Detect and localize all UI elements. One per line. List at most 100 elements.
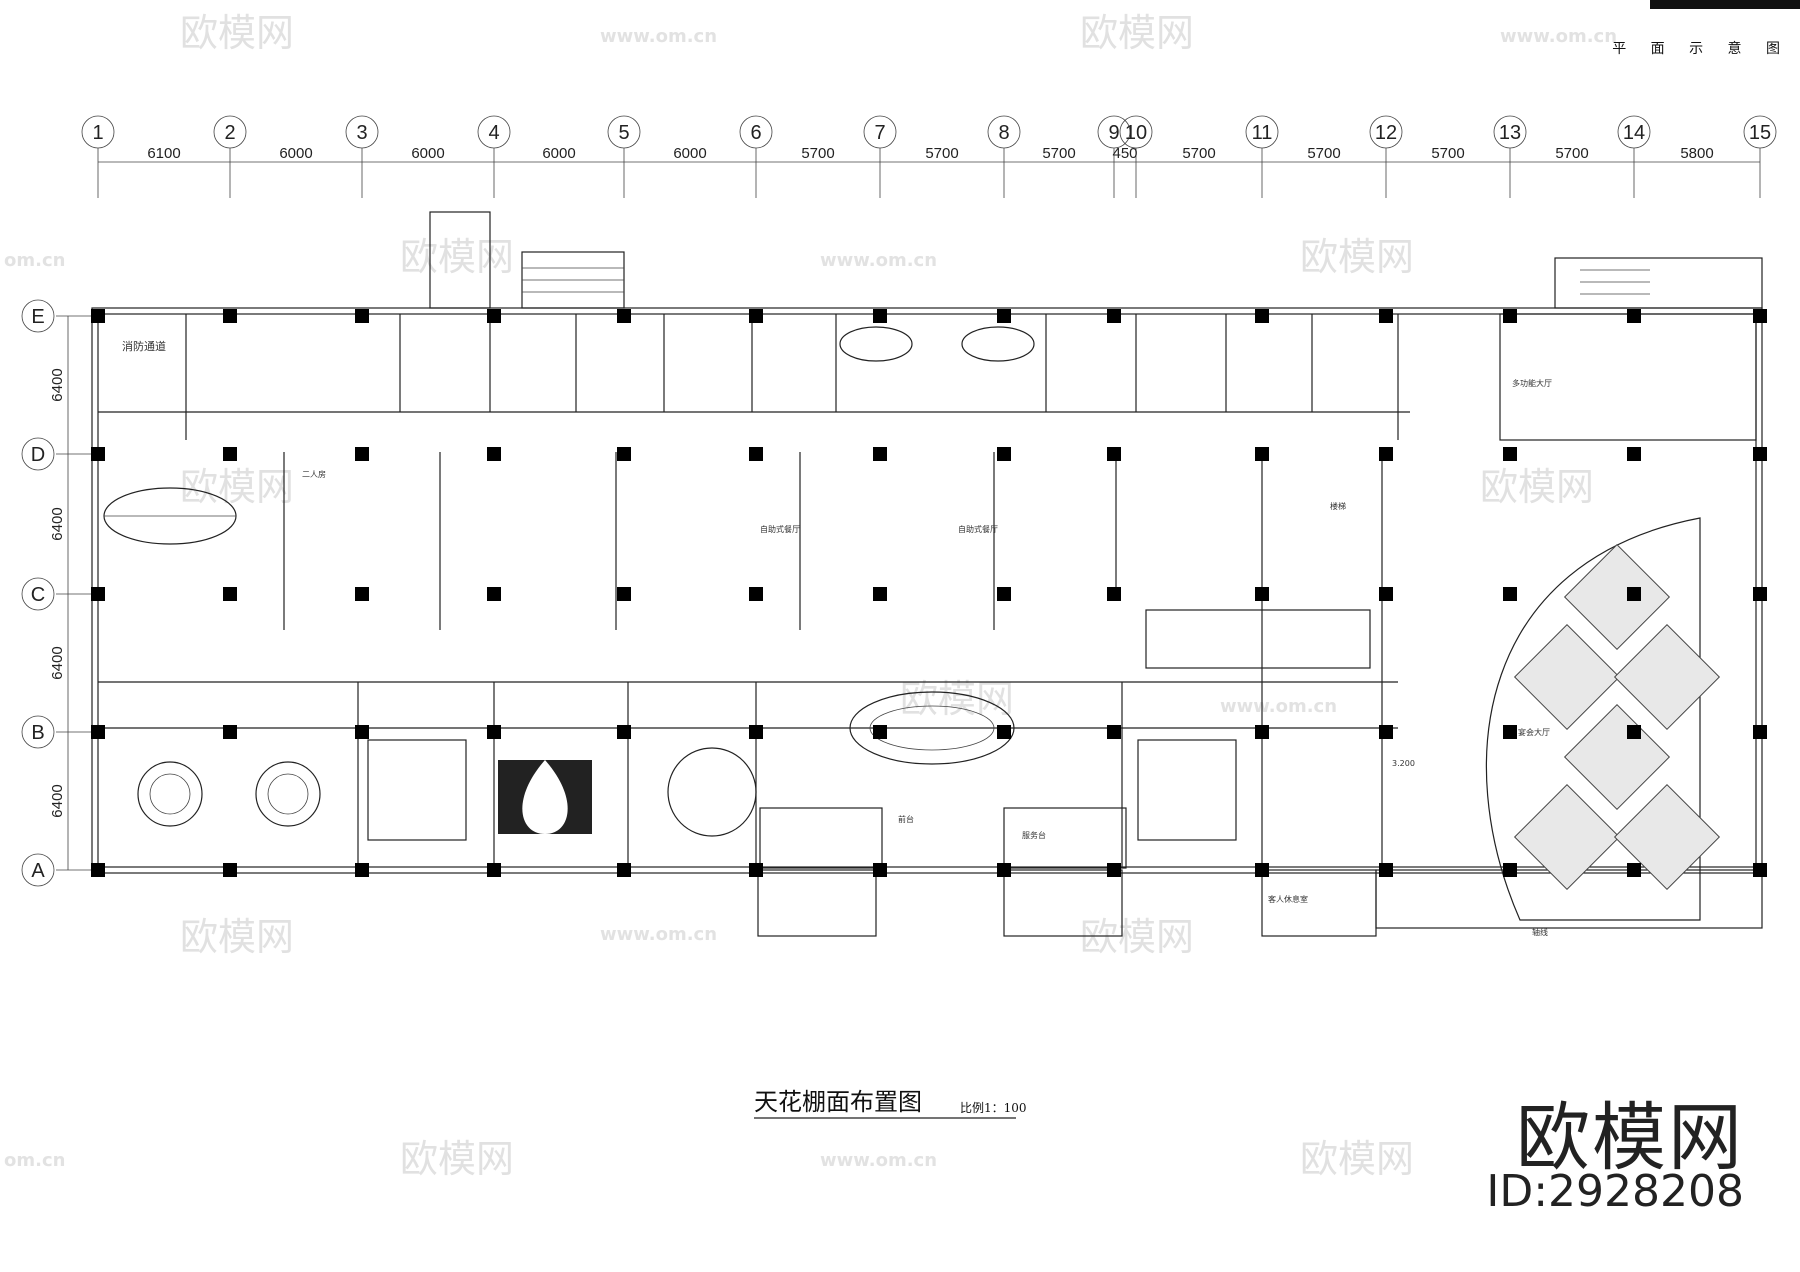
structural-column (997, 725, 1011, 739)
axis-bubble (21, 437, 55, 471)
room-multi-hall: 多功能大厅 (1512, 378, 1552, 388)
structural-column (223, 447, 237, 461)
structural-column (91, 863, 105, 877)
axis-row-label: D (31, 444, 45, 466)
structural-column (617, 309, 631, 323)
structural-column (1753, 447, 1767, 461)
axis-column-label: 9 (1108, 122, 1119, 144)
axis-column-14: 14 (1617, 115, 1651, 198)
watermark-url: www.om.cn (820, 1150, 937, 1171)
dimension-label: 6100 (147, 145, 180, 162)
watermark-brand: 欧模网 (1080, 11, 1194, 55)
axis-column-5: 5 (607, 115, 641, 198)
axis-column-label: 6 (750, 122, 761, 144)
axis-column-7: 7 (863, 115, 897, 198)
structural-column (997, 863, 1011, 877)
axis-bubble (21, 853, 55, 887)
dimension-label: 5700 (1042, 145, 1075, 162)
axis-bubble (21, 715, 55, 749)
structural-column (487, 309, 501, 323)
axis-column-11: 11 (1245, 115, 1279, 198)
structural-column (91, 587, 105, 601)
structural-column (1107, 447, 1121, 461)
dimension-label: 6400 (49, 646, 66, 679)
structural-column (749, 587, 763, 601)
room-labels: 消防通道 二人房 自助式餐厅 自助式餐厅 楼梯 多功能大厅 宴会大厅 3.200… (122, 339, 1552, 937)
watermark-url: www.om.cn (820, 250, 937, 271)
front-desk-oval (849, 691, 1015, 765)
watermark-brand: 欧模网 (180, 465, 294, 509)
sheet-title-bar (1650, 0, 1800, 9)
axis-column-10: 10 (1119, 115, 1153, 198)
structural-column (997, 309, 1011, 323)
dimension-label: 5700 (1555, 145, 1588, 162)
structural-column (91, 447, 105, 461)
axis-bubble (21, 299, 55, 333)
structural-column (1379, 725, 1393, 739)
watermark-url-short: om.cn (4, 1150, 65, 1171)
room-lobby-left: 自助式餐厅 (760, 524, 800, 534)
structural-column (1255, 725, 1269, 739)
axis-column-3: 3 (345, 115, 379, 198)
room-double: 二人房 (302, 469, 326, 479)
structural-column (1255, 447, 1269, 461)
structural-column (91, 309, 105, 323)
watermark-url-short: om.cn (4, 250, 65, 271)
structural-column (355, 447, 369, 461)
structural-columns (91, 309, 1767, 877)
structural-column (91, 725, 105, 739)
banquet-ellipse (1485, 517, 1701, 921)
structural-column (1379, 863, 1393, 877)
watermark-brand: 欧模网 (1300, 1137, 1414, 1181)
structural-column (617, 863, 631, 877)
axis-row-C: C (21, 577, 96, 611)
structural-column (355, 863, 369, 877)
structural-column (355, 725, 369, 739)
room-banquet: 宴会大厅 (1518, 727, 1550, 737)
structural-column (1503, 309, 1517, 323)
structural-column (1627, 587, 1641, 601)
watermark-brand: 欧模网 (400, 235, 514, 279)
structural-column (1255, 309, 1269, 323)
diamond-grid (1513, 543, 1721, 891)
structural-column (617, 447, 631, 461)
structural-column (617, 725, 631, 739)
axis-column-4: 4 (477, 115, 511, 198)
dimension-label: 6000 (542, 145, 575, 162)
room-lobby-right: 自助式餐厅 (958, 524, 998, 534)
watermark-brand: 欧模网 (400, 1137, 514, 1181)
room-stair: 楼梯 (1330, 501, 1346, 511)
structural-column (1107, 309, 1121, 323)
structural-column (1255, 587, 1269, 601)
structural-column (1627, 863, 1641, 877)
structural-column (749, 863, 763, 877)
caption-title: 天花棚面布置图 (754, 1088, 922, 1116)
axis-column-label: 7 (874, 122, 885, 144)
structural-column (487, 587, 501, 601)
watermark-brand: 欧模网 (180, 11, 294, 55)
dimension-label: 5700 (1431, 145, 1464, 162)
structural-column (873, 309, 887, 323)
structural-column (1753, 587, 1767, 601)
brand-id: ID:2928208 (1486, 1166, 1744, 1217)
structural-column (487, 725, 501, 739)
watermark-brand: 欧模网 (180, 915, 294, 959)
room-fire-passage: 消防通道 (122, 339, 166, 353)
axis-column-label: 12 (1375, 122, 1397, 144)
axis-column-2: 2 (213, 115, 247, 198)
axis-column-15: 15 (1743, 115, 1777, 198)
dimension-label: 5700 (801, 145, 834, 162)
axis-row-E: E (21, 299, 96, 333)
structural-column (1503, 447, 1517, 461)
watermark-layer: 欧模网欧模网欧模网欧模网欧模网欧模网欧模网欧模网欧模网欧模网欧模网www.om.… (4, 11, 1617, 1181)
watermark-url: www.om.cn (1500, 26, 1617, 47)
stair-right (1137, 739, 1237, 841)
structural-column (1627, 309, 1641, 323)
structural-column (487, 447, 501, 461)
structural-column (1627, 447, 1641, 461)
structural-column (1379, 587, 1393, 601)
axis-column-label: 2 (224, 122, 235, 144)
brand-logo-text: 欧模网 (1516, 1095, 1744, 1181)
structural-column (1503, 725, 1517, 739)
dimension-label: 6400 (49, 784, 66, 817)
